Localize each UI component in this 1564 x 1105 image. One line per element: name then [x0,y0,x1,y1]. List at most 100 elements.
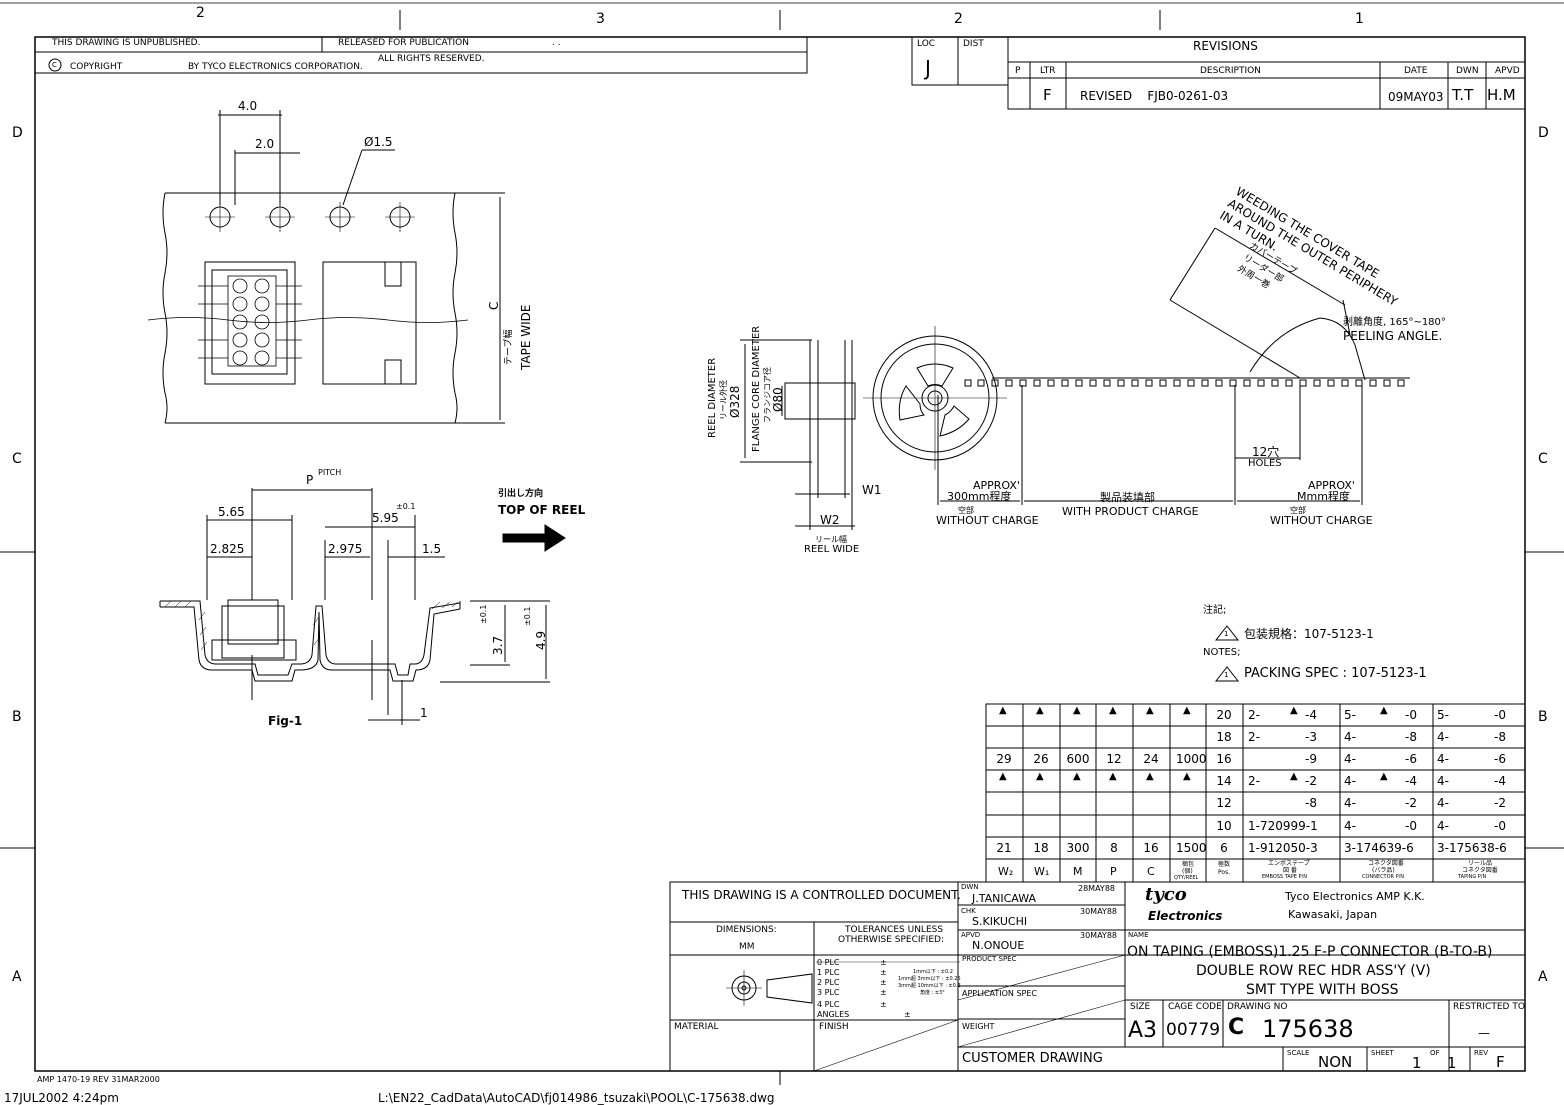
tol-3-plc: 3 PLC [817,988,840,997]
dim-2-975: 2.975 [328,542,363,556]
tape-wide-jp: テープ幅 [504,329,514,365]
loc-value: J [925,56,931,80]
tol-pm-angles: ± [904,1010,911,1019]
table-cell-emb: 2- [1248,774,1260,788]
table-cell-p: 8 [1110,841,1118,855]
empty-left-jp: 空部 [958,506,974,515]
tol-4-plc: 4 PLC [817,1000,840,1009]
table-arrow-icon: ▲ [1183,705,1191,716]
table-cell-conn_s: -0 [1405,708,1417,722]
table-cell-emb: 1-720999-1 [1248,819,1318,833]
table-arrow-icon: ▲ [1109,705,1117,716]
rev-header-dwn: DWN [1456,66,1479,76]
dim-hole: Ø1.5 [364,135,393,149]
tol-value-4: 角度 : ±3° [920,990,945,996]
dwn-name: J.TANICAWA [972,892,1037,905]
table-arrow-icon: ▲ [1290,705,1298,716]
table-cell-tap: 3-175638-6 [1437,841,1507,855]
sheet-of-value: 1 [1447,1054,1457,1072]
zone-left-a: A [12,969,22,985]
zone-right-a: A [1538,969,1548,985]
form-number: AMP 1470-19 REV 31MAR2000 [37,1075,160,1084]
table-header: リール品 [1468,860,1493,867]
table-cell-w2: 21 [996,841,1012,855]
table-cell-tap_s: -8 [1494,730,1506,744]
dim-w1: W1 [862,483,882,497]
reel-diameter: REEL DIAMETER [707,357,718,438]
table-header: コネクタ図番 [1368,860,1404,867]
table-cell-pos: 18 [1216,730,1232,744]
file-path: L:\EN22_CadData\AutoCAD\fj014986_tsuzaki… [378,1091,775,1105]
tol-value-2: 1mm超 3mm以下 : ±0.25 [898,976,961,982]
name-label: NAME [1128,931,1149,939]
zone-top-3: 3 [596,11,605,27]
rev-header-ltr: LTR [1040,66,1056,76]
approx-right: APPROX' [1308,479,1355,492]
table-header: W₂ [998,865,1014,878]
table-cell-pos: 16 [1216,752,1232,766]
dwn-label: DWN [961,883,979,891]
sheet-value: 1 [1412,1054,1422,1072]
drawing-name-line-1: ON TAPING (EMBOSS)1.25 F-P CONNECTOR (B-… [1127,944,1493,960]
tape-wide: TAPE WIDE [519,304,533,370]
dim-1-5: 1.5 [422,542,442,556]
rev-header-description: DESCRIPTION [1200,66,1261,76]
dim-c: C [487,301,501,310]
reel-diameter-jp: リール外径 [719,380,728,420]
notes-jp-line: 包装規格：107-5123-1 [1244,627,1374,641]
sheet-of-label: OF [1430,1049,1440,1057]
table-arrow-icon: ▲ [1109,771,1117,782]
tol-pm-2: ± [880,978,887,987]
peeling-angle-jp: 剥離角度, 165°~180° [1343,317,1446,328]
zone-left-c: C [12,451,22,467]
without-charge-right: WITHOUT CHARGE [1270,514,1373,527]
apvd-label: APVD [961,931,981,939]
table-arrow-icon: ▲ [1073,705,1081,716]
table-cell-tap: 4- [1437,796,1449,810]
without-charge-left: WITHOUT CHARGE [936,514,1039,527]
table-header: EMBOSS TAPE P/N [1262,874,1307,880]
rev-description-value: REVISED FJB0-0261-03 [1080,89,1229,103]
direction-jp: 引出し方向 [498,489,544,499]
table-cell-emb_s: -2 [1305,774,1317,788]
holes-jp: 12穴 [1252,445,1280,459]
table-cell-emb_s: -9 [1305,752,1317,766]
table-cell-conn_s: -8 [1405,730,1417,744]
chk-label: CHK [961,907,976,915]
table-arrow-icon: ▲ [1290,771,1298,782]
cage-code-value: 00779 [1166,1020,1221,1040]
pitch-p: P [306,473,314,487]
table-cell-tap: 4- [1437,819,1449,833]
dim-4-9: 4.9 [534,630,548,650]
chk-date: 30MAY88 [1080,907,1117,916]
tol-value-3: 3mm超 10mm以下 : ±0.3 [898,983,961,989]
table-cell-conn_s: -0 [1405,819,1417,833]
released-for-publication: RELEASED FOR PUBLICATION [338,38,469,48]
table-arrow-icon: ▲ [1183,771,1191,782]
product-spec-label: PRODUCT SPEC [962,955,1017,963]
rev-header-apvd: APVD [1495,66,1520,76]
dimensions-label: DIMENSIONS: [716,925,777,935]
top-of-reel: TOP OF REEL [498,503,586,517]
pitch-label: PITCH [318,468,342,477]
table-cell-c: 24 [1143,752,1159,766]
table-cell-emb_s: -8 [1305,796,1317,810]
table-arrow-icon: ▲ [1146,771,1154,782]
copyright-symbol: C [52,61,57,69]
copyright-holder: BY TYCO ELECTRONICS CORPORATION. [188,62,363,72]
size-value: A3 [1128,1018,1158,1043]
table-cell-pos: 12 [1216,796,1232,810]
table-cell-tap: 4- [1437,730,1449,744]
unpublished-notice: THIS DRAWING IS UNPUBLISHED. [52,38,201,48]
dim-2-0: 2.0 [255,137,275,151]
dim-5-65: 5.65 [218,505,245,519]
table-cell-conn_s: -2 [1405,796,1417,810]
table-cell-pos: 14 [1216,774,1232,788]
table-cell-conn_s: -6 [1405,752,1417,766]
revisions-title: REVISIONS [1193,39,1258,53]
table-arrow-icon: ▲ [1380,705,1388,716]
table-header: W₁ [1034,865,1050,878]
weight-label: WEIGHT [962,1022,995,1031]
table-header: (バラ品) [1372,867,1395,874]
